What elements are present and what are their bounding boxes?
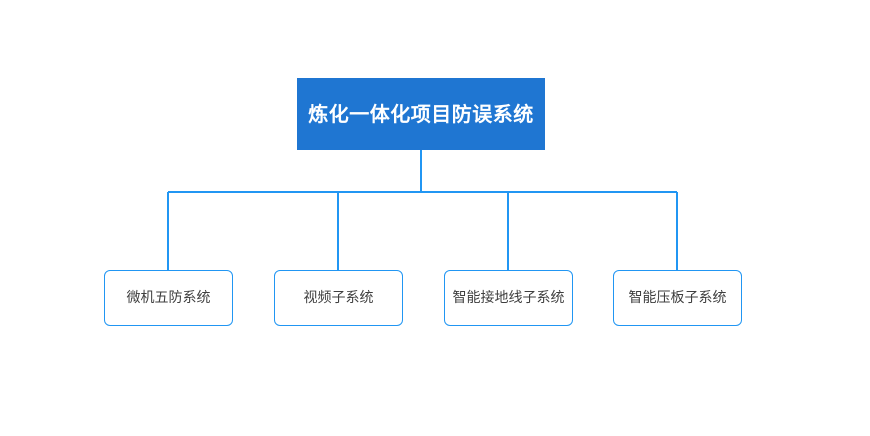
root-node-label: 炼化一体化项目防误系统 xyxy=(308,102,534,126)
child-node-shipin[interactable]: 视频子系统 xyxy=(274,270,403,326)
child-node-zhineng-jiedixian[interactable]: 智能接地线子系统 xyxy=(444,270,573,326)
child-node-label: 智能压板子系统 xyxy=(628,289,727,306)
root-node[interactable]: 炼化一体化项目防误系统 xyxy=(297,78,545,150)
child-node-weiji-wufang[interactable]: 微机五防系统 xyxy=(104,270,233,326)
child-node-label: 微机五防系统 xyxy=(126,289,211,306)
child-node-zhineng-yaban[interactable]: 智能压板子系统 xyxy=(613,270,742,326)
child-node-label: 智能接地线子系统 xyxy=(452,289,565,306)
child-node-label: 视频子系统 xyxy=(303,289,374,306)
